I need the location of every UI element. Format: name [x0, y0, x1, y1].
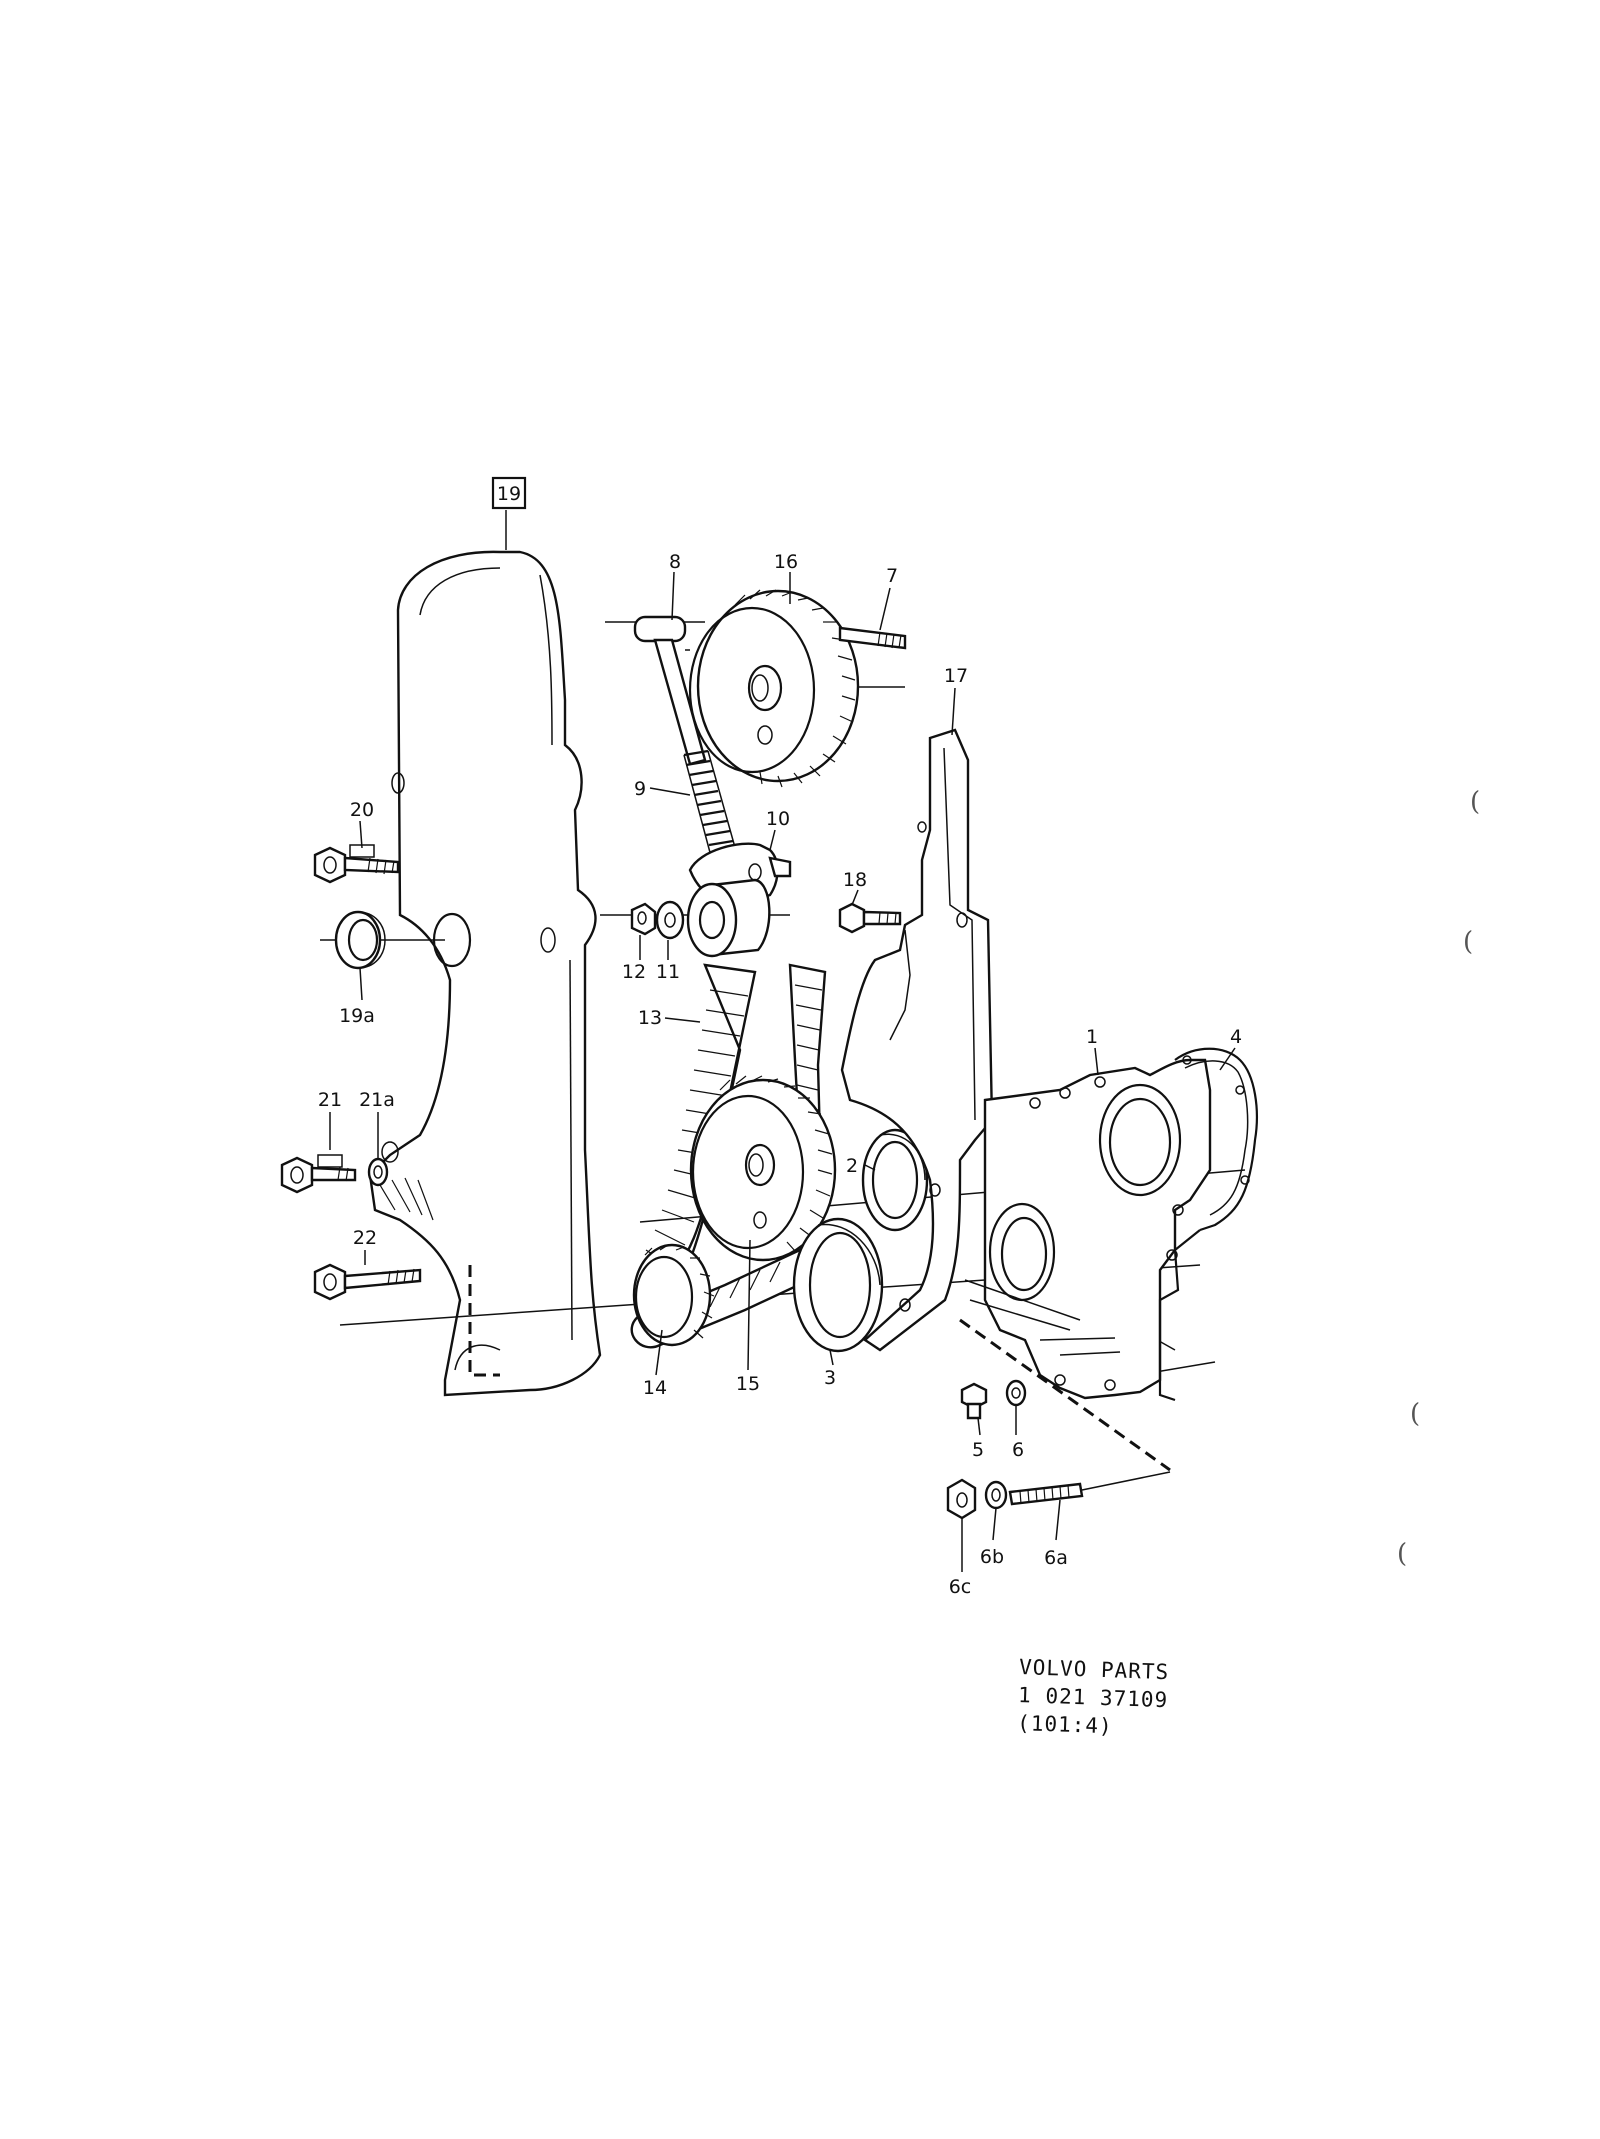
- parts-reference-footer: VOLVO PARTS 1 021 37109 (101:4): [1017, 1655, 1170, 1738]
- washer-6: [1005, 1379, 1027, 1407]
- washer-11: [655, 900, 685, 940]
- camshaft-gear: [688, 589, 860, 788]
- callout-10: 10: [766, 808, 790, 830]
- callout-3: 3: [824, 1367, 836, 1389]
- callout-5: 5: [972, 1439, 984, 1461]
- callout-20: 20: [350, 799, 374, 821]
- leader-lines: [329, 510, 1236, 1572]
- callout-7: 7: [886, 565, 898, 587]
- bolt-5: [960, 1382, 988, 1420]
- timing-belt-cover: [368, 550, 602, 1397]
- timing-case-housing: [964, 1058, 1212, 1400]
- tensioner-spring: [683, 749, 737, 861]
- stud-6a-dashed-path: [959, 1318, 1171, 1472]
- stud-6a: [1008, 1482, 1084, 1506]
- margin-mark: (: [1397, 1539, 1407, 1569]
- bolt-20: [313, 844, 400, 884]
- nut-6c: [946, 1478, 977, 1520]
- washer-6b: [984, 1480, 1008, 1510]
- crankshaft-gear: [632, 1243, 715, 1347]
- callout-8: 8: [669, 551, 681, 573]
- margin-marks: ( ( ( (: [1397, 787, 1480, 1569]
- stud-7: [838, 626, 907, 650]
- callout-labels: 19 8 16 7 17 20 9 10 18 12 11 19a 13 1 4…: [318, 476, 1242, 1598]
- callout-18: 18: [843, 869, 867, 891]
- callout-16: 16: [774, 551, 798, 573]
- margin-mark: (: [1470, 787, 1480, 817]
- tensioner-rod: [633, 615, 707, 766]
- inner-timing-cover: [840, 728, 994, 1352]
- callout-6c: 6c: [949, 1576, 972, 1598]
- stud-6a-axis: [1081, 1471, 1171, 1491]
- bolt-21: [280, 1154, 357, 1194]
- callout-13: 13: [638, 1007, 662, 1029]
- callout-box-19: [491, 476, 527, 510]
- callout-1: 1: [1086, 1026, 1098, 1048]
- callout-9: 9: [634, 778, 646, 800]
- callout-19: 19: [497, 483, 521, 505]
- footer-part-number: 1 021 37109: [1018, 1683, 1169, 1712]
- footer-brand: VOLVO PARTS: [1019, 1655, 1170, 1684]
- callout-11: 11: [656, 961, 680, 983]
- callout-6b: 6b: [980, 1546, 1004, 1568]
- bolt-18: [838, 902, 902, 934]
- intermediate-gear: [689, 1075, 837, 1262]
- bolt-22: [313, 1263, 422, 1301]
- callout-15: 15: [736, 1373, 760, 1395]
- seal-2: [861, 1128, 929, 1232]
- footer-section: (101:4): [1017, 1711, 1113, 1738]
- bushing-19a: [334, 910, 386, 970]
- washer-21a: [367, 1157, 389, 1187]
- seal-3: [792, 1217, 884, 1353]
- callout-21a: 21a: [359, 1089, 395, 1111]
- callout-22: 22: [353, 1227, 377, 1249]
- callout-6: 6: [1012, 1439, 1024, 1461]
- gasket-4: [1158, 1047, 1258, 1402]
- callout-19a: 19a: [339, 1005, 375, 1027]
- callout-2: 2: [846, 1155, 858, 1177]
- tensioner-roller: [686, 878, 771, 958]
- callout-14: 14: [643, 1377, 667, 1399]
- callout-12: 12: [622, 961, 646, 983]
- callout-6a: 6a: [1044, 1547, 1068, 1569]
- margin-mark: (: [1463, 927, 1473, 957]
- callout-4: 4: [1230, 1026, 1242, 1048]
- callout-17: 17: [944, 665, 968, 687]
- margin-mark: (: [1410, 1399, 1420, 1429]
- callout-21: 21: [318, 1089, 342, 1111]
- nut-12: [630, 902, 657, 936]
